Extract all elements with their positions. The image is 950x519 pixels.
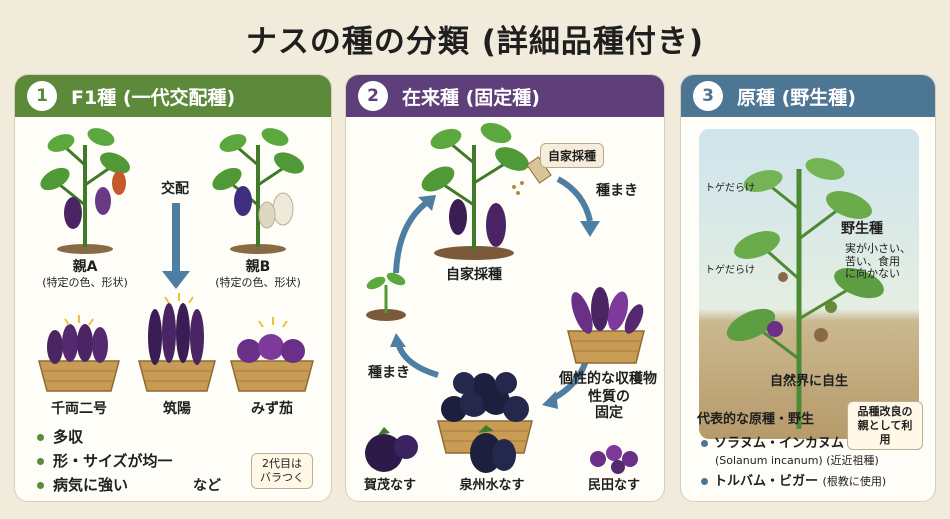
seedling-icon xyxy=(366,272,406,321)
habitat-label: 自然界に自生 xyxy=(769,374,849,389)
kamo-nasu-icon xyxy=(365,427,418,472)
parent-a-note: (特定の色、形状) xyxy=(42,276,128,289)
fixation-label: 性質の 固定 xyxy=(588,389,630,422)
panel-f1-number: 1 xyxy=(27,81,57,111)
harvest-basket-icon xyxy=(567,287,645,364)
panel-f1-header: 1 F1種 (一代交配種) xyxy=(15,75,331,117)
panel-wild-heading: 原種 (野生種) xyxy=(737,86,856,109)
variety-senshu: 泉州水なす xyxy=(459,478,525,493)
sowing-label-top: 種まき xyxy=(596,183,638,199)
center-self-seed-label: 自家採種 xyxy=(446,267,502,283)
panel-native-illustration xyxy=(365,122,645,474)
sowing-label-left: 種まき xyxy=(368,365,410,381)
panel-f1-heading: F1種 (一代交配種) xyxy=(71,86,236,109)
feature-item: 形・サイズが均一 xyxy=(37,452,173,470)
basket-chikuyo-icon xyxy=(138,293,216,392)
feature-item: 病気に強い xyxy=(37,476,128,494)
bullet-icon xyxy=(701,440,708,447)
basket-mizunasu-icon xyxy=(230,317,314,392)
parent-b-note: (特定の色、形状) xyxy=(215,276,301,289)
panel-native-number: 2 xyxy=(358,81,388,111)
panel-wild: 3 原種 (野生種) トゲだらけ トゲだらけ 野生種 実が小さい、 苦い、食用 … xyxy=(680,74,936,502)
cross-arrow-icon xyxy=(162,203,190,289)
wild-label: 野生種 xyxy=(841,221,883,237)
page-title: ナスの種の分類 (詳細品種付き) xyxy=(245,24,705,60)
parent-a-plant-icon xyxy=(40,128,130,254)
wild-plant-scene xyxy=(699,129,919,439)
wild-description: 実が小さい、 苦い、食用 に向かない xyxy=(845,242,911,281)
panel-native: 2 在来種 (固定種) xyxy=(345,74,665,502)
feature-item: 多収 xyxy=(37,428,83,446)
self-seed-tag: 自家採種 xyxy=(540,143,605,168)
center-plant-icon xyxy=(421,122,529,260)
minden-nasu-icon xyxy=(590,445,638,474)
wild-plant-icon xyxy=(726,158,884,429)
parent-b-label: 親B xyxy=(245,259,271,275)
bullet-icon xyxy=(37,458,44,465)
variety-kamo: 賀茂なす xyxy=(363,478,417,493)
basket-senryo-icon xyxy=(38,315,120,392)
harvest-label: 個性的な収穫物 xyxy=(559,371,657,387)
variety-minden: 民田なす xyxy=(587,478,641,493)
thorns-label-mid: トゲだらけ xyxy=(705,265,755,276)
cycle-arrows-icon xyxy=(393,176,593,402)
second-generation-note: 2代目は バラつく xyxy=(251,453,313,489)
parent-a-label: 親A xyxy=(72,259,98,275)
fixed-harvest-basket-icon xyxy=(437,372,533,454)
panel-native-header: 2 在来種 (固定種) xyxy=(346,75,664,117)
variety-senryo: 千両二号 xyxy=(51,401,107,417)
panel-f1: 1 F1種 (一代交配種) xyxy=(14,74,332,502)
senshu-mizunasu-icon xyxy=(470,425,516,473)
example-item: ソラヌム・インカヌム xyxy=(701,436,844,452)
parent-b-plant-icon xyxy=(212,128,304,254)
panel-wild-header: 3 原種 (野生種) xyxy=(681,75,935,117)
bullet-icon xyxy=(37,482,44,489)
breeding-parent-note: 品種改良の 親として利用 xyxy=(847,401,923,451)
variety-chikuyo: 筑陽 xyxy=(163,401,191,417)
thorns-label-top: トゲだらけ xyxy=(705,183,755,194)
example-detail: (Solanum incanum) (近近祖種) xyxy=(715,454,879,467)
variety-mizunasu: みず茄 xyxy=(251,401,293,417)
panel-native-heading: 在来種 (固定種) xyxy=(402,86,540,109)
example-item: トルバム・ビガー (根教に使用) xyxy=(701,474,886,490)
features-suffix: など xyxy=(193,478,221,494)
bullet-icon xyxy=(701,478,708,485)
panel-wild-number: 3 xyxy=(693,81,723,111)
cross-label: 交配 xyxy=(161,181,189,197)
bullet-icon xyxy=(37,434,44,441)
examples-title: 代表的な原種・野生 xyxy=(697,412,815,427)
